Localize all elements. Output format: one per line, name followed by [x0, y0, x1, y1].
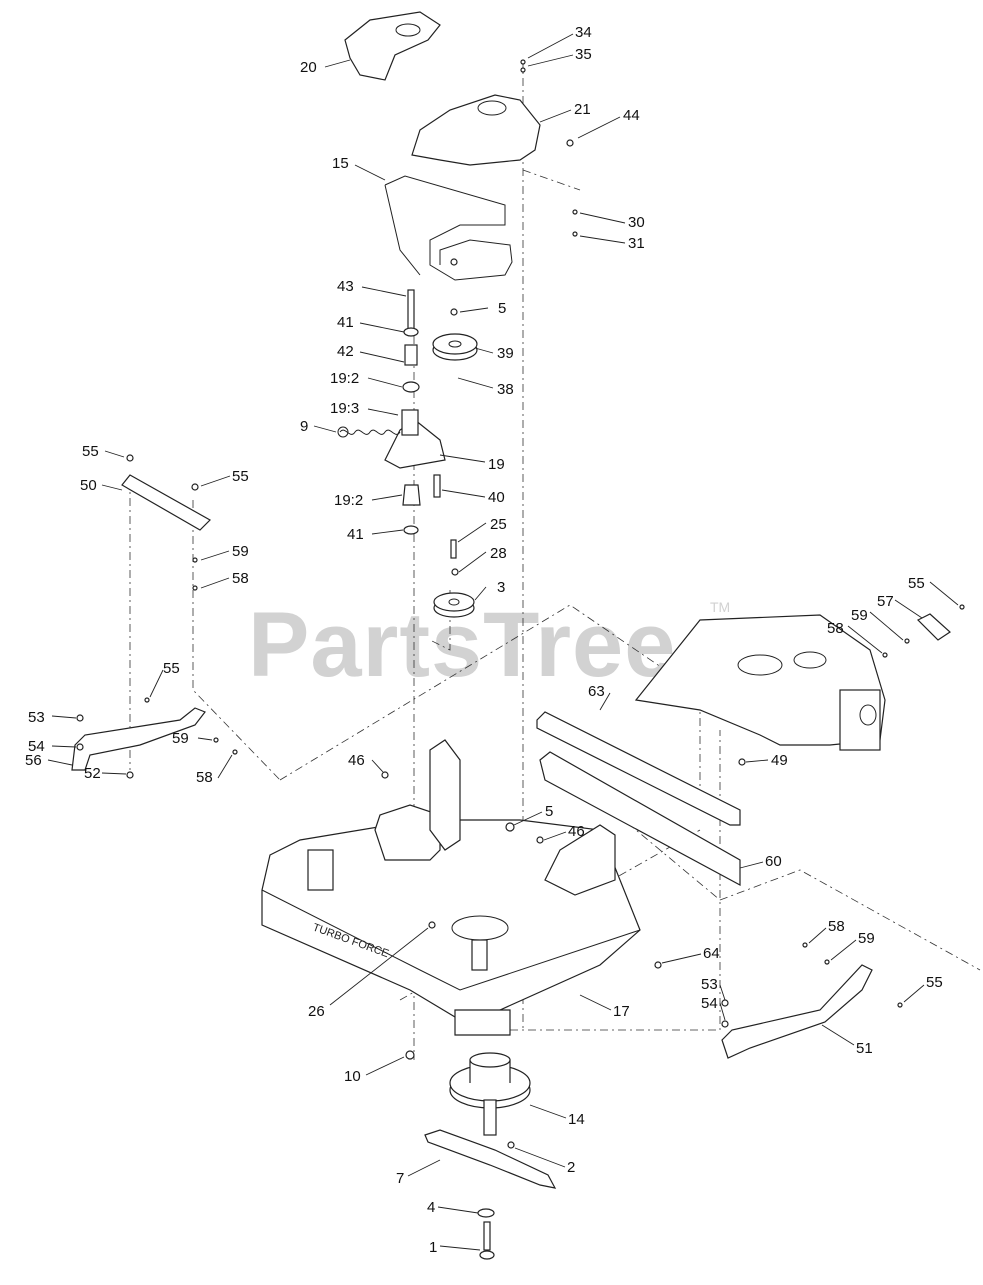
spindle-assembly [449, 1052, 531, 1136]
callout-15: 15 [332, 155, 349, 172]
callout-49: 49 [771, 752, 788, 769]
callout-50: 50 [80, 477, 97, 494]
callout-40: 40 [488, 489, 505, 506]
callout-2: 2 [567, 1159, 575, 1176]
callout-17: 17 [613, 1003, 630, 1020]
callout-56: 56 [25, 752, 42, 769]
drive-belt [384, 175, 513, 281]
callout-54-a: 54 [28, 738, 45, 755]
callout-55-d: 55 [163, 660, 180, 677]
callout-19: 19 [488, 456, 505, 473]
callout-34: 34 [575, 24, 592, 41]
callout-30: 30 [628, 214, 645, 231]
callout-59-d: 59 [858, 930, 875, 947]
callout-9: 9 [300, 418, 308, 435]
callout-21: 21 [574, 101, 591, 118]
callout-55-c: 55 [908, 575, 925, 592]
belt-cover-large [411, 94, 541, 166]
idler-stack [384, 289, 446, 535]
frame-assembly [634, 614, 886, 751]
callout-19-2-lower: 19:2 [334, 492, 363, 509]
callout-52: 52 [84, 765, 101, 782]
callout-19-3: 19:3 [330, 400, 359, 417]
callout-55-a: 55 [82, 443, 99, 460]
watermark-trademark: TM [710, 599, 730, 615]
callout-5-upper: 5 [498, 300, 506, 317]
lift-arm-right [721, 964, 873, 1059]
callout-26: 26 [308, 1003, 325, 1020]
idler-spring [339, 429, 401, 435]
blade [424, 1129, 557, 1189]
callout-19-2-upper: 19:2 [330, 370, 359, 387]
callout-59-b: 59 [851, 607, 868, 624]
callout-41-lower: 41 [347, 526, 364, 543]
leader-lines [47, 33, 959, 1251]
callout-59-a: 59 [232, 543, 249, 560]
callout-4: 4 [427, 1199, 435, 1216]
callout-42: 42 [337, 343, 354, 360]
rail-63 [536, 711, 741, 826]
callout-53-b: 53 [701, 976, 718, 993]
callout-10: 10 [344, 1068, 361, 1085]
callout-53-a: 53 [28, 709, 45, 726]
callout-57: 57 [877, 593, 894, 610]
callout-58-a: 58 [232, 570, 249, 587]
rail-60 [539, 751, 741, 887]
callout-14: 14 [568, 1111, 585, 1128]
callout-31: 31 [628, 235, 645, 252]
callout-58-d: 58 [828, 918, 845, 935]
callout-41-upper: 41 [337, 314, 354, 331]
callout-5-lower: 5 [545, 803, 553, 820]
callout-3: 3 [497, 579, 505, 596]
callout-43: 43 [337, 278, 354, 295]
mower-deck [261, 819, 641, 1021]
callout-58-c: 58 [196, 769, 213, 786]
callout-labels: 34 35 20 21 44 15 30 31 43 5 41 39 42 19… [25, 24, 943, 1256]
callout-1: 1 [429, 1239, 437, 1256]
pulley-upper [432, 258, 478, 361]
callout-51: 51 [856, 1040, 873, 1057]
callout-35: 35 [575, 46, 592, 63]
callout-63: 63 [588, 683, 605, 700]
bracket-plate-50 [121, 474, 211, 531]
callout-28: 28 [490, 545, 507, 562]
callout-38: 38 [497, 381, 514, 398]
pulley-lower [433, 539, 475, 618]
callout-54-b: 54 [701, 995, 718, 1012]
callout-44: 44 [623, 107, 640, 124]
callout-55-b: 55 [232, 468, 249, 485]
callout-46-a: 46 [348, 752, 365, 769]
callout-60: 60 [765, 853, 782, 870]
callout-55-e: 55 [926, 974, 943, 991]
belt-cover-small [344, 11, 441, 81]
callout-46-b: 46 [568, 823, 585, 840]
callout-25: 25 [490, 516, 507, 533]
callout-7: 7 [396, 1170, 404, 1187]
bracket-57 [916, 613, 951, 641]
callout-20: 20 [300, 59, 317, 76]
callout-39: 39 [497, 345, 514, 362]
callout-59-c: 59 [172, 730, 189, 747]
callout-64: 64 [703, 945, 720, 962]
lift-arm-left [71, 707, 206, 771]
callout-58-b: 58 [827, 620, 844, 637]
